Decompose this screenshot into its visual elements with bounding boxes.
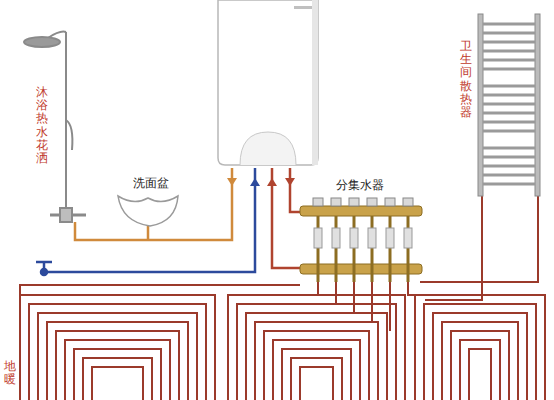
manifold-label: 分集水器 xyxy=(336,178,384,192)
floor-heating-label: 地暖 xyxy=(4,360,16,386)
towel-radiator xyxy=(478,14,540,196)
wall-boiler xyxy=(218,0,318,165)
pipes xyxy=(48,168,302,272)
valve xyxy=(36,262,52,275)
basin-label: 洗面盆 xyxy=(133,176,169,190)
shower xyxy=(24,32,86,222)
shower-label: 沐浴热水花洒 xyxy=(36,86,48,165)
radiator-label: 卫生间散热器 xyxy=(460,40,472,119)
floor-heating-loops xyxy=(20,195,545,400)
manifold xyxy=(300,198,422,282)
wash-basin xyxy=(118,196,178,226)
flow-arrows xyxy=(227,178,295,186)
